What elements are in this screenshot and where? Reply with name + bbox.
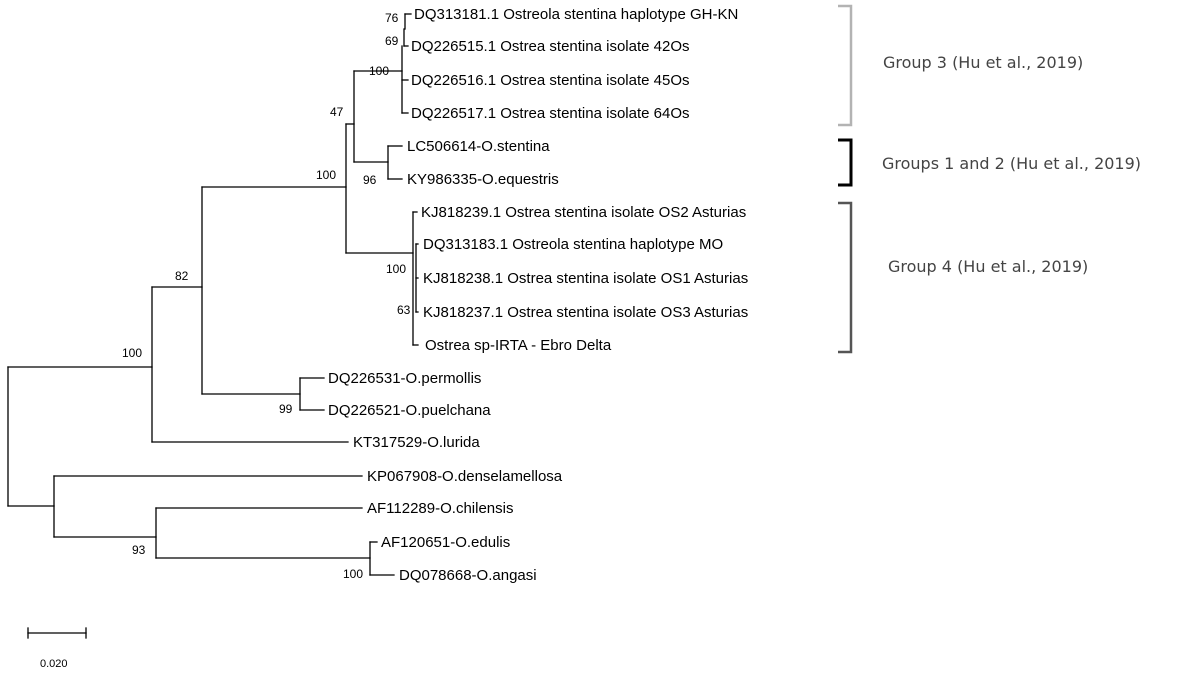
support-values: 76 69 100 47 100 96 100 63 82 100 99 93 … [122,11,411,581]
group3-bracket [838,4,853,127]
group12-label: Groups 1 and 2 (Hu et al., 2019) [882,154,1141,173]
leaf-label-os3: KJ818237.1 Ostrea stentina isolate OS3 A… [423,304,748,321]
support-value-100-main: 100 [122,346,142,360]
support-value-100-stentina: 100 [316,168,336,182]
support-value-69: 69 [385,34,399,48]
support-value-47: 47 [330,105,344,119]
leaf-label-os2: KJ818239.1 Ostrea stentina isolate OS2 A… [421,204,746,221]
scale-bar: 0.020 [27,627,87,670]
leaf-label-edulis: AF120651-O.edulis [381,534,510,551]
scale-bar-label: 0.020 [40,658,68,670]
group4-label: Group 4 (Hu et al., 2019) [888,257,1088,276]
group-brackets [838,4,853,354]
support-value-99: 99 [279,402,293,416]
leaf-label-denselamellosa: KP067908-O.denselamellosa [367,468,563,485]
support-value-63: 63 [397,303,411,317]
group-labels: Group 3 (Hu et al., 2019) Groups 1 and 2… [882,53,1141,276]
leaf-label-os1: KJ818238.1 Ostrea stentina isolate OS1 A… [423,270,748,287]
leaf-label-ky986335: KY986335-O.equestris [407,171,559,188]
leaf-label-gh-kn: DQ313181.1 Ostreola stentina haplotype G… [414,6,738,23]
leaf-label-lurida: KT317529-O.lurida [353,434,480,451]
leaf-label-chilensis: AF112289-O.chilensis [367,500,513,517]
leaf-label-lc506614: LC506614-O.stentina [407,138,550,155]
support-value-93: 93 [132,543,146,557]
group3-label: Group 3 (Hu et al., 2019) [883,53,1083,72]
leaf-label-mo: DQ313183.1 Ostreola stentina haplotype M… [423,236,723,253]
leaf-label-permollis: DQ226531-O.permollis [328,370,481,387]
leaf-label-irta: Ostrea sp-IRTA - Ebro Delta [425,337,612,354]
support-value-100-edulis: 100 [343,567,363,581]
tree-branches [7,13,419,576]
leaf-label-angasi: DQ078668-O.angasi [399,567,537,584]
support-value-96: 96 [363,173,377,187]
support-value-100-group3: 100 [369,64,389,78]
support-value-76: 76 [385,11,399,25]
leaf-label-42os: DQ226515.1 Ostrea stentina isolate 42Os [411,38,690,55]
leaf-label-45os: DQ226516.1 Ostrea stentina isolate 45Os [411,72,690,89]
leaf-label-64os: DQ226517.1 Ostrea stentina isolate 64Os [411,105,690,122]
group4-bracket [838,201,853,354]
leaf-label-puelchana: DQ226521-O.puelchana [328,402,491,419]
leaf-labels: DQ313181.1 Ostreola stentina haplotype G… [328,6,748,584]
group12-bracket [838,138,853,187]
support-value-100-group4: 100 [386,262,406,276]
support-value-82: 82 [175,269,189,283]
